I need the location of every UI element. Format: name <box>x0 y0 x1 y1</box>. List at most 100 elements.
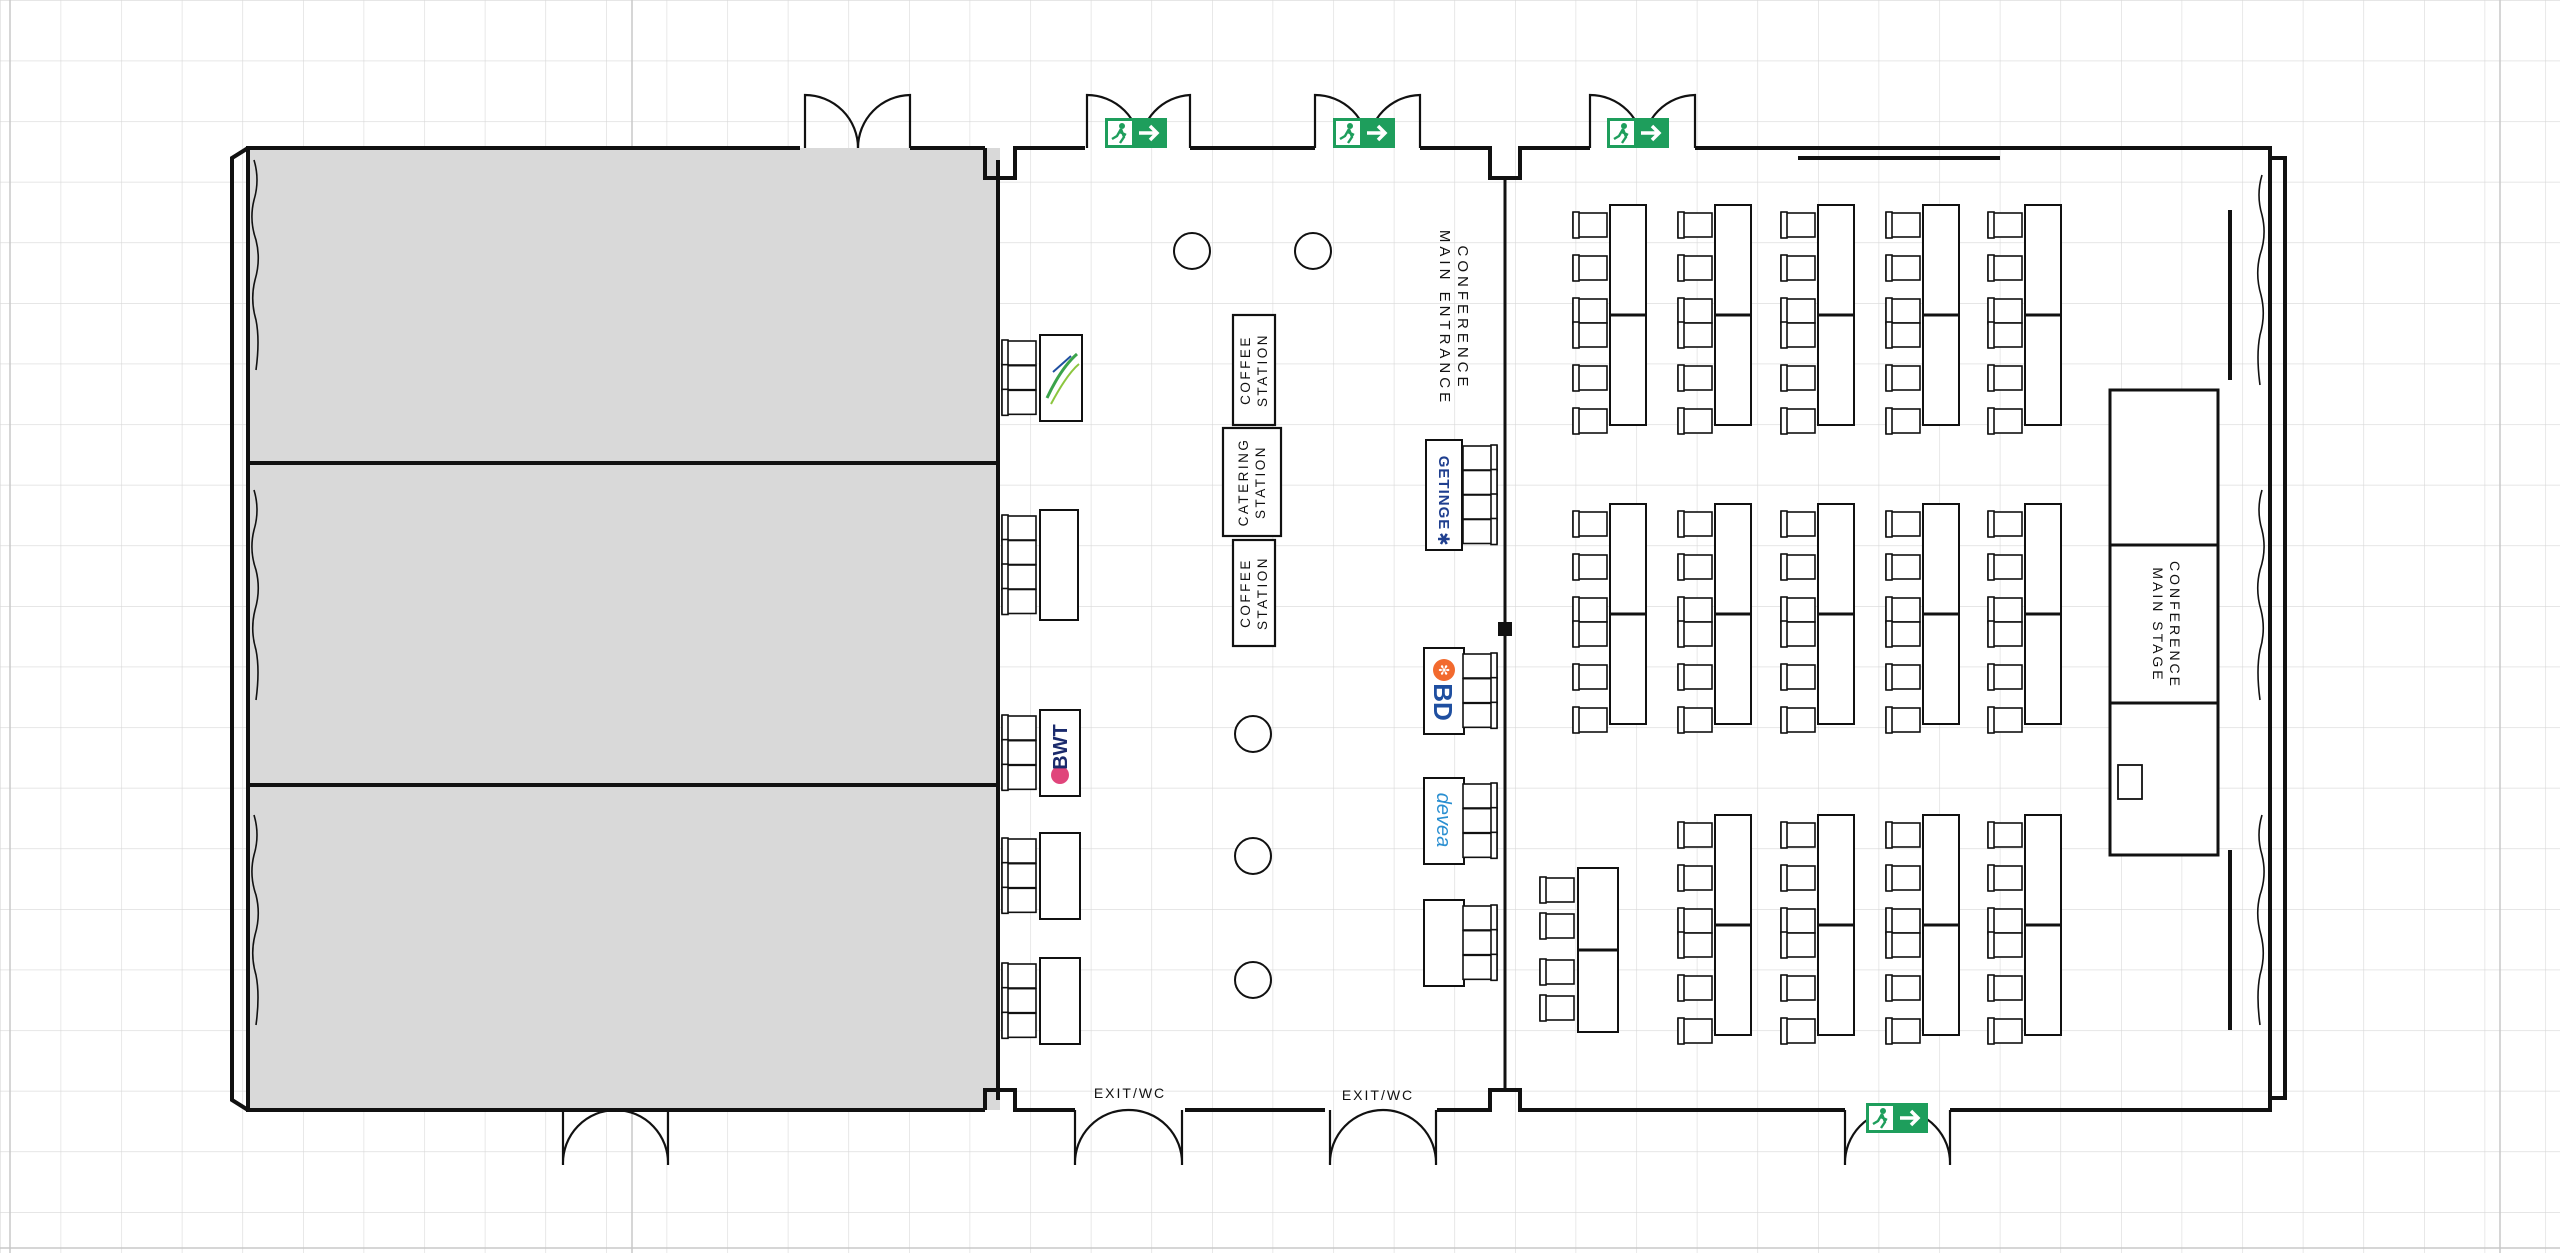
chair-icon <box>1780 931 1816 959</box>
chair-icon <box>1539 958 1575 986</box>
chair-icon <box>1780 364 1816 392</box>
chair-icon <box>1677 620 1713 648</box>
chair-icon <box>1001 538 1037 567</box>
bwt-text: BWT <box>1050 724 1072 770</box>
booth-chairs-right <box>1462 444 1498 982</box>
table-icon <box>1817 503 1855 615</box>
seating-block <box>1780 204 1855 435</box>
coffee-station-label-3: COFFEE <box>1238 558 1253 628</box>
chair-icon <box>1539 994 1575 1022</box>
chair-icon <box>1677 974 1713 1002</box>
table-icon <box>2024 204 2062 316</box>
bwt-drop-icon <box>1051 766 1069 784</box>
table-icon <box>2024 314 2062 426</box>
coffee-station-label-1: COFFEE <box>1238 335 1253 405</box>
chair-icon <box>1001 587 1037 616</box>
door-swing-icon <box>561 1108 670 1166</box>
chair-icon <box>1462 652 1498 680</box>
chair-icon <box>1462 444 1498 472</box>
chair-icon <box>1780 321 1816 349</box>
chair-icon <box>1885 596 1921 624</box>
chair-icon <box>1462 904 1498 932</box>
table-icon <box>2024 814 2062 926</box>
stage-section-top <box>2108 388 2220 547</box>
chair-icon <box>1572 553 1608 581</box>
chair-icon <box>1539 876 1575 904</box>
chair-icon <box>1572 510 1608 538</box>
chair-icon <box>1572 706 1608 734</box>
lectern <box>2117 764 2143 800</box>
main-stage-label: CONFERENCE MAIN STAGE <box>2150 561 2183 689</box>
chair-icon <box>1885 620 1921 648</box>
chair-icon <box>1987 706 2023 734</box>
chair-icon <box>1780 596 1816 624</box>
booth-table <box>1423 899 1465 987</box>
bd-flower-glyph: ✻ <box>1436 664 1452 676</box>
table-icon <box>1922 613 1960 725</box>
chair-icon <box>1780 407 1816 435</box>
chair-icon <box>1677 211 1713 239</box>
chair-icon <box>1780 211 1816 239</box>
chair-icon <box>1987 931 2023 959</box>
chair-icon <box>1462 806 1498 835</box>
chair-icon <box>1885 407 1921 435</box>
chair-icon <box>1677 821 1713 849</box>
chair-icon <box>1462 468 1498 497</box>
chair-icon <box>1987 663 2023 691</box>
chair-icon <box>1001 339 1037 367</box>
cocktail-table-icon <box>1234 837 1272 875</box>
booth-table <box>1039 334 1083 422</box>
hall-2 <box>248 463 1000 785</box>
chair-icon <box>1462 831 1498 860</box>
chair-icon <box>1987 510 2023 538</box>
column <box>1498 622 1512 636</box>
chair-icon <box>1987 974 2023 1002</box>
seating-block <box>1677 814 1752 1045</box>
chair-icon <box>1987 821 2023 849</box>
chair-icon <box>1885 821 1921 849</box>
cocktail-table-icon <box>1173 232 1211 270</box>
chair-icon <box>1885 510 1921 538</box>
chair-icon <box>1780 663 1816 691</box>
chair-icon <box>1677 510 1713 538</box>
chair-icon <box>1885 364 1921 392</box>
chair-icon <box>1001 763 1037 792</box>
getinge-logo: GETINGE ✱ <box>1434 456 1452 546</box>
exit-signs <box>1105 118 1928 1133</box>
catering-station-label-2: STATION <box>1253 445 1268 519</box>
hall-1 <box>248 148 1000 463</box>
exhibition-halls <box>248 148 1000 1110</box>
chair-icon <box>1987 364 2023 392</box>
chair-icon <box>1987 620 2023 648</box>
table-icon <box>1922 814 1960 926</box>
chair-icon <box>1572 211 1608 239</box>
main-entrance-label: CONFERENCE MAIN ENTRANCE <box>1436 230 1471 406</box>
table-icon <box>1922 314 1960 426</box>
stations <box>1221 313 1283 648</box>
chair-icon <box>1001 986 1037 1015</box>
chair-icon <box>1780 1017 1816 1045</box>
chair-icon <box>1001 363 1037 392</box>
chair-icon <box>1780 864 1816 892</box>
left-curtains <box>251 159 260 1026</box>
seating-block <box>1987 814 2062 1045</box>
chair-icon <box>1677 407 1713 435</box>
chair-icon <box>1677 254 1713 282</box>
chair-icon <box>1780 974 1816 1002</box>
devea-logo: devea <box>1432 793 1454 848</box>
seating-block <box>1780 814 1855 1045</box>
table-icon <box>1714 204 1752 316</box>
chair-icon <box>1987 211 2023 239</box>
table-icon <box>1922 924 1960 1036</box>
chair-icon <box>1001 738 1037 767</box>
booths-right <box>1423 439 1465 987</box>
chair-icon <box>1572 620 1608 648</box>
chair-icon <box>1780 510 1816 538</box>
chair-icon <box>1001 886 1037 915</box>
cocktail-table-icon <box>1234 715 1272 753</box>
chair-icon <box>1001 514 1037 542</box>
exit-wc-label-right: EXIT/WC <box>1342 1087 1414 1103</box>
seating-block <box>1885 204 1960 435</box>
chair-icon <box>1677 364 1713 392</box>
chair-icon <box>1885 663 1921 691</box>
